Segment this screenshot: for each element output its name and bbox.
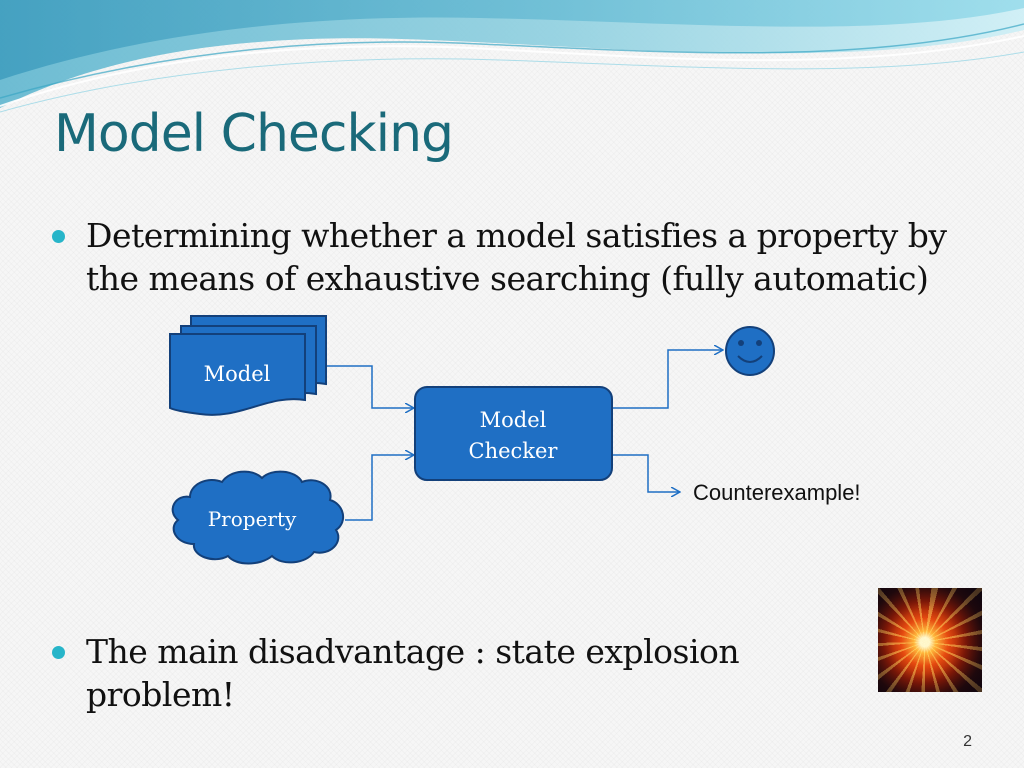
smiley-face-icon (725, 326, 775, 376)
property-cloud-shape (171, 470, 345, 565)
property-to-checker-connector (345, 455, 414, 521)
bullet-text: The main disadvantage : state explosion … (86, 632, 740, 714)
model-checker-label-line2: Checker (469, 439, 559, 463)
model-to-checker-connector (327, 365, 414, 408)
bullet-item-definition: Determining whether a model satisfies a … (52, 214, 956, 300)
model-checker-box (414, 386, 613, 481)
bullet-text: Determining whether a model satisfies a … (86, 216, 947, 298)
property-label: Property (208, 507, 297, 531)
bullet-dot-icon (52, 230, 65, 243)
slide-page-number: 2 (963, 733, 972, 750)
bullet-dot-icon (52, 646, 65, 659)
model-documents-shape (169, 315, 327, 416)
counterexample-label: Counterexample! (693, 480, 861, 505)
explosion-image (878, 588, 982, 692)
checker-to-counterexample-connector (612, 454, 680, 492)
model-label: Model (204, 362, 271, 386)
header-wave-decoration (0, 0, 1024, 113)
checker-to-success-connector (612, 350, 723, 409)
bullet-item-disadvantage: The main disadvantage : state explosion … (52, 630, 876, 716)
model-checker-label-line1: Model (480, 408, 547, 432)
slide-title: Model Checking (54, 104, 454, 164)
